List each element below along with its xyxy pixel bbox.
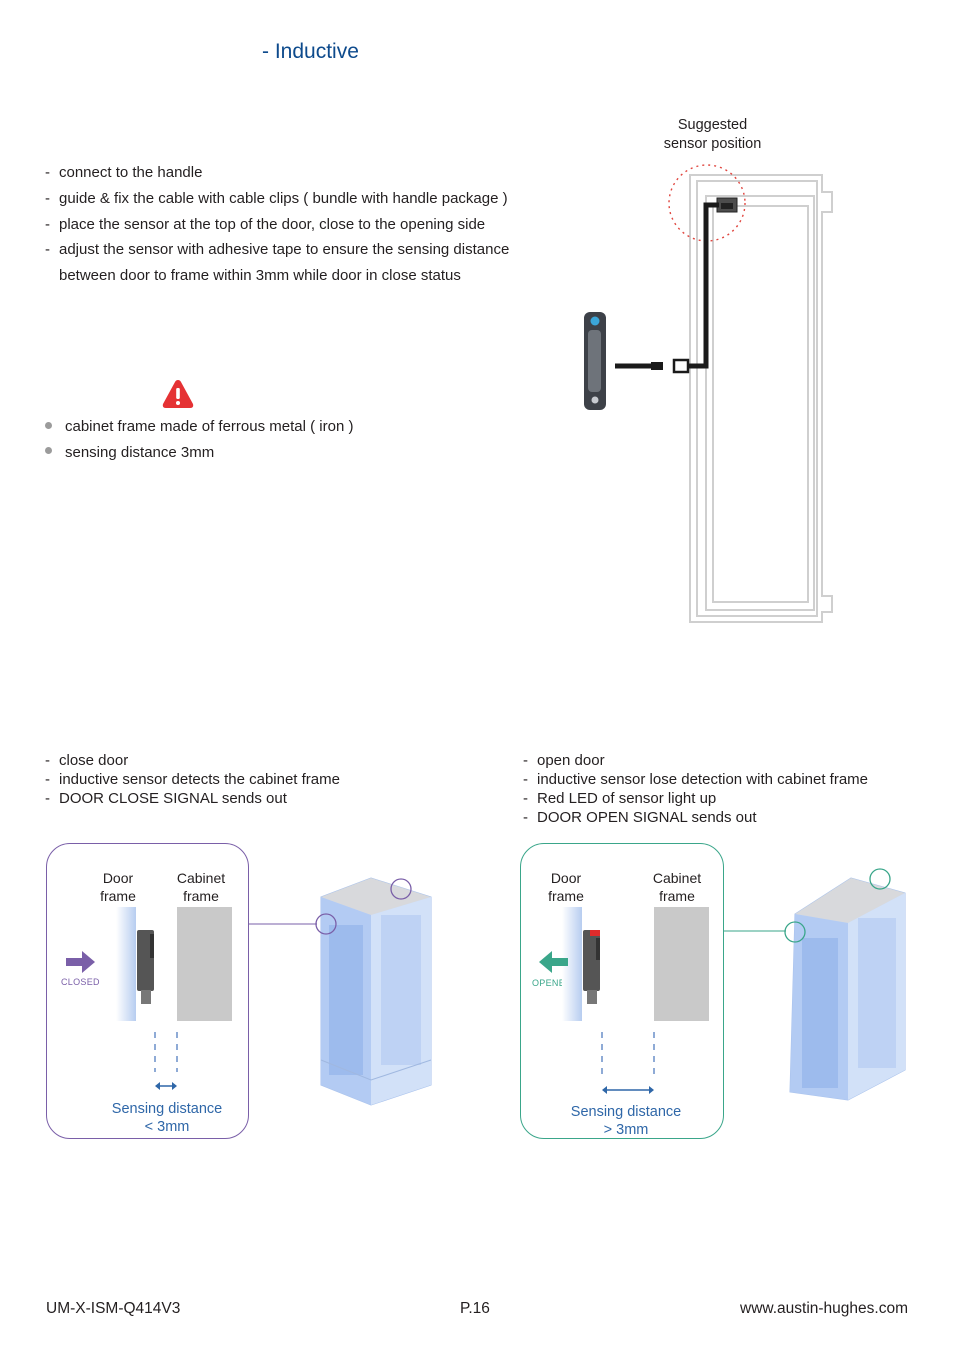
cabinet-closed <box>320 877 432 1106</box>
door-frame-bar <box>562 907 582 1021</box>
closed-status-label: CLOSED <box>61 977 100 987</box>
footer-page-number: P.16 <box>460 1300 490 1317</box>
closed-arrow-icon <box>66 951 95 973</box>
suggested-position-circle <box>668 164 746 242</box>
requirements-list: cabinet frame made of ferrous metal ( ir… <box>45 414 353 465</box>
bullet-icon <box>45 421 52 429</box>
list-item: -open door <box>523 752 605 769</box>
list-item: -DOOR CLOSE SIGNAL sends out <box>45 790 287 807</box>
list-item: -close door <box>45 752 129 769</box>
red-led <box>590 930 600 936</box>
list-item: -place the sensor at the top of the door… <box>45 215 486 233</box>
opened-steps-list: -open door -inductive sensor lose detect… <box>523 751 868 827</box>
page-title: - Inductive <box>262 40 359 63</box>
footer-website-link[interactable]: www.austin-hughes.com <box>740 1300 908 1317</box>
list-item: -DOOR OPEN SIGNAL sends out <box>523 809 757 826</box>
sensing-distance-opened: Sensing distance> 3mm <box>570 1104 682 1138</box>
list-item: -guide & fix the cable with cable clips … <box>45 189 508 207</box>
inductive-sensor <box>137 930 154 991</box>
closed-steps-list: -close door -inductive sensor detects th… <box>45 751 340 808</box>
closed-highlight-circle-2 <box>390 878 412 900</box>
list-item: -inductive sensor detects the cabinet fr… <box>45 771 340 788</box>
list-item: between door to frame within 3mm while d… <box>59 267 461 285</box>
bullet-icon <box>45 447 52 455</box>
footer-doc-code: UM-X-ISM-Q414V3 <box>46 1300 181 1317</box>
opened-highlight-circle-2 <box>869 868 891 890</box>
list-item: -adjust the sensor with adhesive tape to… <box>45 241 510 259</box>
list-item: -inductive sensor lose detection with ca… <box>523 771 869 788</box>
closed-highlight-circle-1 <box>315 913 337 935</box>
list-item: sensing distance 3mm <box>45 440 353 466</box>
suggested-sensor-label: Suggested sensor position <box>663 117 762 152</box>
cabinet-frame-block <box>654 907 709 1021</box>
door-frame-bar <box>116 907 136 1021</box>
cabinet-frame-block <box>177 907 232 1021</box>
cabinet-opened <box>789 877 906 1101</box>
opened-status-label: OPENED <box>532 978 572 988</box>
handle <box>584 312 606 410</box>
sensing-distance-closed: Sensing distance< 3mm <box>111 1101 223 1135</box>
door-diagram <box>584 164 833 623</box>
opened-highlight-circle-1 <box>784 921 806 943</box>
sensor-cable <box>688 202 719 369</box>
list-item: -Red LED of sensor light up <box>523 790 717 807</box>
warning-triangle-icon <box>161 378 195 415</box>
list-item: -connect to the handle <box>45 164 203 181</box>
inductive-sensor <box>583 930 600 991</box>
opened-arrow-icon <box>539 951 568 973</box>
install-steps-list: -connect to the handle -guide & fix the … <box>45 160 509 289</box>
list-item: cabinet frame made of ferrous metal ( ir… <box>45 414 353 440</box>
